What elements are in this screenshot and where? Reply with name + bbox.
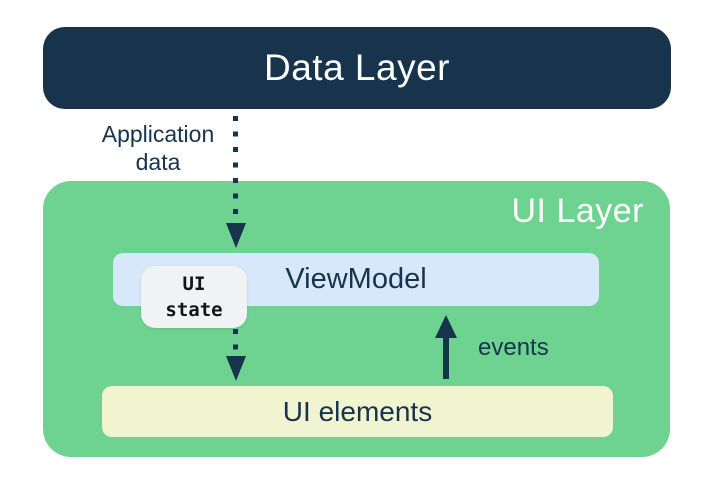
events-arrow-shaft: [443, 332, 449, 379]
data-flow-arrow-lower-head-icon: [226, 356, 246, 381]
ui-elements-box: UI elements: [102, 386, 613, 437]
ui-layer-label: UI Layer: [511, 192, 644, 230]
application-data-line2: data: [135, 149, 181, 175]
ui-state-line2: state: [165, 299, 223, 321]
data-layer-box: Data Layer: [43, 27, 671, 109]
application-data-label: Application data: [83, 120, 233, 176]
data-flow-arrow-upper-line: [233, 116, 238, 219]
data-flow-arrow-upper-head-icon: [226, 223, 246, 248]
events-arrow-head-icon: [435, 315, 457, 338]
events-label: events: [478, 334, 549, 361]
viewmodel-label: ViewModel: [285, 263, 427, 295]
ui-state-box: UI state: [141, 266, 247, 328]
ui-state-line1: UI: [182, 273, 206, 295]
ui-elements-label: UI elements: [282, 395, 433, 427]
data-flow-arrow-lower-line: [233, 329, 238, 353]
data-layer-label: Data Layer: [264, 47, 450, 88]
application-data-line1: Application: [101, 121, 215, 147]
